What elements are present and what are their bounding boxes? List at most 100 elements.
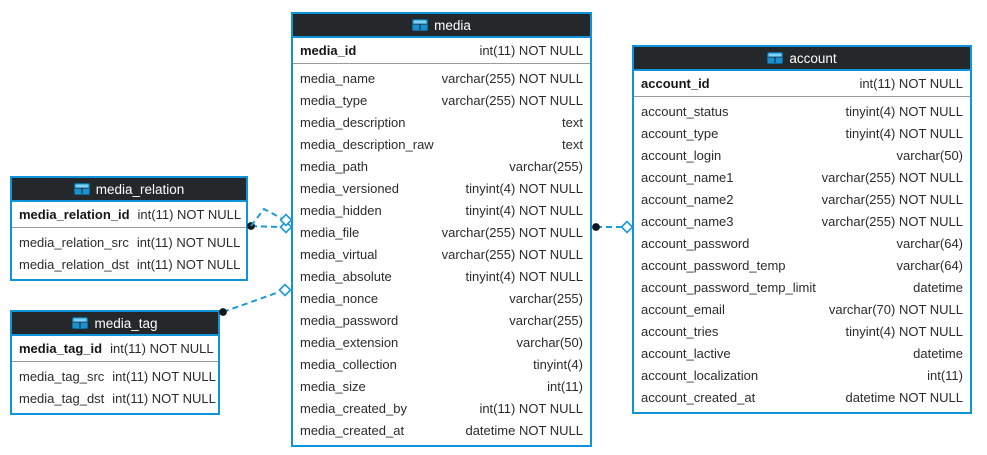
field-row[interactable]: account_tries tinyint(4) NOT NULL <box>634 320 970 342</box>
field-name: account_password <box>641 235 750 251</box>
field-type: int(11) NOT NULL <box>136 256 241 272</box>
table-media[interactable]: media media_id int(11) NOT NULL media_na… <box>291 12 592 447</box>
connector-target-diamond <box>278 283 292 297</box>
primary-key-row[interactable]: media_relation_id int(11) NOT NULL <box>12 202 246 228</box>
field-row[interactable]: media_password varchar(255) <box>293 309 590 331</box>
field-row[interactable]: media_nonce varchar(255) <box>293 287 590 309</box>
field-name: account_localization <box>641 367 759 383</box>
connector-source-dot <box>219 308 227 316</box>
field-type: tinyint(4) NOT NULL <box>465 202 583 218</box>
field-type: tinyint(4) NOT NULL <box>845 103 963 119</box>
field-row[interactable]: media_size int(11) <box>293 375 590 397</box>
field-row[interactable]: media_relation_dst int(11) NOT NULL <box>12 253 246 275</box>
field-type: int(11) NOT NULL <box>112 368 216 384</box>
field-row[interactable]: account_status tinyint(4) NOT NULL <box>634 100 970 122</box>
field-name: media_virtual <box>300 246 378 262</box>
field-row[interactable]: media_file varchar(255) NOT NULL <box>293 221 590 243</box>
field-type: varchar(255) NOT NULL <box>441 92 583 108</box>
field-row[interactable]: media_relation_src int(11) NOT NULL <box>12 231 246 253</box>
table-title: account <box>789 50 837 66</box>
field-type: varchar(70) NOT NULL <box>828 301 963 317</box>
table-fields: media_tag_src int(11) NOT NULL media_tag… <box>12 362 218 413</box>
field-type: datetime <box>913 345 963 361</box>
field-row[interactable]: media_hidden tinyint(4) NOT NULL <box>293 199 590 221</box>
field-row[interactable]: media_description text <box>293 111 590 133</box>
field-row[interactable]: account_login varchar(50) <box>634 144 970 166</box>
field-row[interactable]: account_name3 varchar(255) NOT NULL <box>634 210 970 232</box>
primary-key-row[interactable]: media_id int(11) NOT NULL <box>293 38 590 64</box>
connector-media-to-account[interactable] <box>592 220 634 234</box>
field-type: tinyint(4) NOT NULL <box>845 323 963 339</box>
field-type: int(11) NOT NULL <box>859 76 963 91</box>
field-row[interactable]: account_localization int(11) <box>634 364 970 386</box>
field-row[interactable]: media_virtual varchar(255) NOT NULL <box>293 243 590 265</box>
relationship-line[interactable] <box>222 291 280 313</box>
field-name: media_versioned <box>300 180 400 196</box>
field-row[interactable]: account_password_temp_limit datetime <box>634 276 970 298</box>
connector-media_relation-to-media-straight[interactable] <box>247 220 293 234</box>
field-name: media_relation_dst <box>19 256 129 272</box>
field-type: int(11) NOT NULL <box>479 400 583 416</box>
field-row[interactable]: media_absolute tinyint(4) NOT NULL <box>293 265 590 287</box>
field-name: account_name3 <box>641 213 734 229</box>
connector-target-diamond <box>279 213 293 227</box>
field-type: varchar(255) NOT NULL <box>821 169 963 185</box>
field-name: media_tag_id <box>19 341 103 356</box>
field-row[interactable]: media_type varchar(255) NOT NULL <box>293 89 590 111</box>
primary-key-row[interactable]: media_tag_id int(11) NOT NULL <box>12 336 218 362</box>
table-media_tag[interactable]: media_tag media_tag_id int(11) NOT NULL … <box>10 310 220 415</box>
field-type: datetime NOT NULL <box>845 389 963 405</box>
table-media_relation[interactable]: media_relation media_relation_id int(11)… <box>10 176 248 281</box>
field-row[interactable]: account_type tinyint(4) NOT NULL <box>634 122 970 144</box>
field-type: varchar(255) NOT NULL <box>441 246 583 262</box>
field-row[interactable]: media_collection tinyint(4) <box>293 353 590 375</box>
field-name: account_lactive <box>641 345 731 361</box>
field-row[interactable]: media_created_at datetime NOT NULL <box>293 419 590 441</box>
field-name: account_password_temp <box>641 257 786 273</box>
table-header[interactable]: media_relation <box>12 178 246 202</box>
relationship-line[interactable] <box>250 207 282 227</box>
relationship-line[interactable] <box>250 225 280 228</box>
field-name: media_type <box>300 92 368 108</box>
connector-media_tag-to-media[interactable] <box>219 283 292 316</box>
primary-key-row[interactable]: account_id int(11) NOT NULL <box>634 71 970 97</box>
field-row[interactable]: media_versioned tinyint(4) NOT NULL <box>293 177 590 199</box>
field-row[interactable]: account_created_at datetime NOT NULL <box>634 386 970 408</box>
table-account[interactable]: account account_id int(11) NOT NULL acco… <box>632 45 972 414</box>
field-name: account_password_temp_limit <box>641 279 816 295</box>
connector-target-diamond <box>279 220 293 234</box>
field-name: account_name2 <box>641 191 734 207</box>
field-name: media_description <box>300 114 406 130</box>
field-name: media_id <box>300 43 357 58</box>
field-row[interactable]: media_path varchar(255) <box>293 155 590 177</box>
field-type: varchar(255) <box>509 312 583 328</box>
field-row[interactable]: media_description_raw text <box>293 133 590 155</box>
table-header[interactable]: media <box>293 14 590 38</box>
table-header[interactable]: media_tag <box>12 312 218 336</box>
field-type: int(11) NOT NULL <box>479 43 583 58</box>
connector-media_relation-to-media-arc[interactable] <box>250 207 293 227</box>
field-type: text <box>562 136 583 152</box>
table-header[interactable]: account <box>634 47 970 71</box>
table-fields: media_relation_src int(11) NOT NULL medi… <box>12 228 246 279</box>
field-row[interactable]: account_password_temp varchar(64) <box>634 254 970 276</box>
field-row[interactable]: media_name varchar(255) NOT NULL <box>293 67 590 89</box>
field-row[interactable]: media_tag_src int(11) NOT NULL <box>12 365 218 387</box>
field-row[interactable]: media_extension varchar(50) <box>293 331 590 353</box>
field-row[interactable]: account_name2 varchar(255) NOT NULL <box>634 188 970 210</box>
field-type: text <box>562 114 583 130</box>
field-name: media_collection <box>300 356 397 372</box>
field-type: varchar(50) <box>516 334 583 350</box>
field-row[interactable]: account_email varchar(70) NOT NULL <box>634 298 970 320</box>
field-type: varchar(50) <box>896 147 963 163</box>
field-row[interactable]: media_created_by int(11) NOT NULL <box>293 397 590 419</box>
field-row[interactable]: account_lactive datetime <box>634 342 970 364</box>
field-name: media_created_by <box>300 400 407 416</box>
field-name: media_relation_src <box>19 234 129 250</box>
field-row[interactable]: media_tag_dst int(11) NOT NULL <box>12 387 218 409</box>
field-type: datetime <box>913 279 963 295</box>
field-row[interactable]: account_name1 varchar(255) NOT NULL <box>634 166 970 188</box>
field-name: media_name <box>300 70 376 86</box>
field-row[interactable]: account_password varchar(64) <box>634 232 970 254</box>
